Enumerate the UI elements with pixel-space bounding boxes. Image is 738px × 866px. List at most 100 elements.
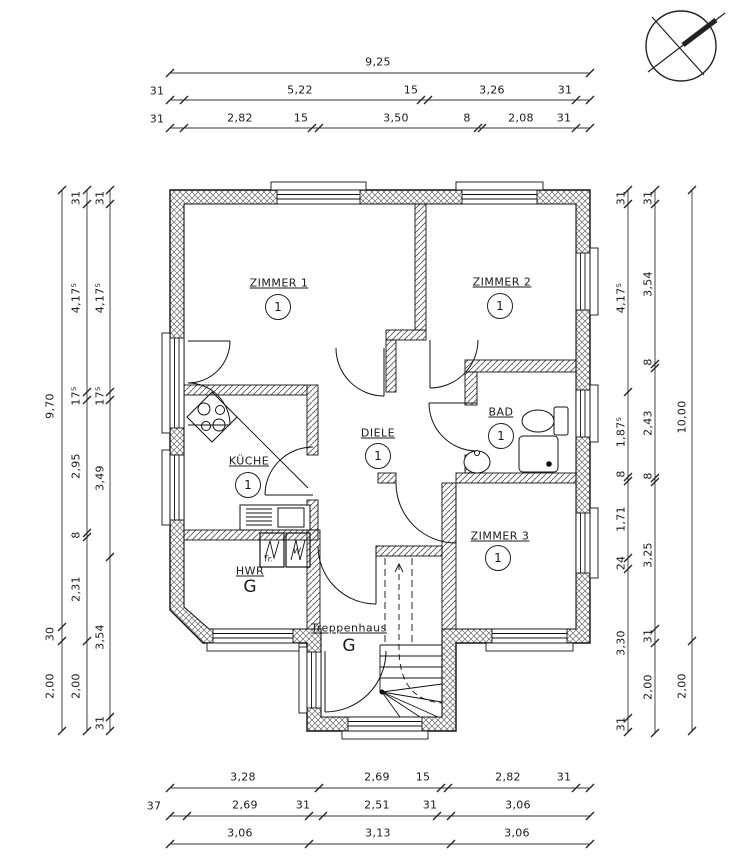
dim-rm-1: 3,54 [641, 271, 655, 297]
dim-lm-2: 17⁵ [69, 386, 83, 406]
dim-rm-0: 31 [641, 190, 655, 206]
dim-lm-0: 31 [69, 190, 83, 206]
dim-bot3-1: 3,13 [365, 826, 391, 840]
dim-li-1: 4,17⁵ [93, 282, 107, 314]
dim-lo-1: 30 [43, 626, 57, 642]
washer-icon [285, 532, 311, 568]
dim-ri-6: 3,30 [614, 630, 628, 656]
dim-bot1-3: 2,82 [495, 770, 521, 784]
dim-top2-3: 3,26 [479, 83, 505, 97]
dim-bot2-5: 3,06 [505, 798, 531, 812]
dim-bot3-2: 3,06 [504, 826, 530, 840]
dim-bot2-3: 2,51 [364, 798, 390, 812]
dim-rm-3: 2,43 [641, 410, 655, 436]
dryer-label: Tr. [263, 554, 273, 564]
dim-top2-1: 5,22 [287, 83, 313, 97]
dim-lm-1: 4,17⁵ [69, 282, 83, 314]
french-door-zimmer1 [161, 332, 185, 434]
room-number-zimmer3: 1 [485, 545, 511, 571]
dim-bot1-1: 2,69 [364, 770, 390, 784]
dim-top3-1: 2,82 [227, 111, 253, 125]
doors [187, 339, 479, 713]
french-door-leaves [187, 340, 231, 426]
door-bad [428, 402, 478, 452]
dim-li-2: 17⁵ [93, 386, 107, 406]
dim-bot2-2: 31 [295, 798, 311, 812]
window-top-zimmer2 [455, 181, 544, 205]
room-number-bad: 1 [488, 423, 514, 449]
dim-top3-3: 3,50 [383, 111, 409, 125]
room-label-diele: DIELE [360, 426, 396, 440]
dim-ri-4: 1,71 [614, 506, 628, 532]
room-label-zimmer3: ZIMMER 3 [470, 529, 530, 543]
dim-top2-4: 31 [557, 83, 573, 97]
dim-ro-1: 2,00 [675, 673, 689, 699]
dim-ri-2: 1,87⁵ [614, 416, 628, 448]
room-number-diele: 1 [365, 443, 391, 469]
door-treppenhaus [324, 650, 387, 713]
room-label-zimmer1: ZIMMER 1 [249, 276, 309, 290]
dim-bot2-1: 2,69 [232, 798, 258, 812]
dim-bot2-4: 31 [422, 798, 438, 812]
dim-li-3: 3,49 [93, 465, 107, 491]
floor-label-hwr: G [243, 577, 257, 597]
window-bottom-hwr [206, 628, 300, 652]
window-right-bad [575, 384, 599, 443]
dim-ri-0: 31 [614, 190, 628, 206]
dim-lo-2: 2,00 [43, 673, 57, 699]
dim-ri-5: 24 [614, 555, 628, 571]
washbasin-icon [463, 450, 491, 474]
stove-icon [186, 391, 238, 443]
dim-lm-3: 2,95 [69, 453, 83, 479]
dim-top3-0: 31 [149, 112, 165, 126]
room-number-zimmer1: 1 [265, 294, 291, 320]
dim-top3-2: 15 [293, 111, 309, 125]
dim-top3-4: 8 [463, 111, 471, 125]
window-bottom-treppenhaus [341, 716, 429, 740]
window-right-zimmer3 [575, 507, 599, 579]
room-label-treppenhaus: Treppenhaus [311, 621, 387, 635]
dim-bot3-0: 3,06 [227, 826, 253, 840]
counter-edge [236, 416, 309, 489]
window-right-zimmer2 [575, 247, 599, 316]
dim-rm-2: 8 [641, 358, 655, 366]
dim-top2-0: 31 [149, 84, 165, 98]
room-number-zimmer2: 1 [487, 293, 513, 319]
room-label-hwr: HWR [235, 564, 265, 578]
dim-bot1-0: 3,28 [230, 770, 256, 784]
room-label-bad: BAD [488, 405, 514, 419]
dim-top2-2: 15 [403, 83, 419, 97]
dim-rm-7: 2,00 [641, 674, 655, 700]
dim-li-4: 3,54 [93, 624, 107, 650]
windows [161, 181, 599, 740]
door-zimmer2 [429, 339, 479, 389]
dim-lm-5: 2,31 [69, 576, 83, 602]
dim-rm-5: 3,25 [641, 542, 655, 568]
toilet-icon [521, 406, 569, 436]
window-left-treppenhaus [298, 646, 322, 714]
dim-ro-0: 10,00 [675, 400, 689, 434]
room-label-zimmer2: ZIMMER 2 [472, 275, 532, 289]
door-zimmer1 [335, 347, 385, 397]
room-number-kueche: 1 [235, 472, 261, 498]
dim-ri-1: 4,17⁵ [614, 282, 628, 314]
dim-lo-0: 9,70 [43, 393, 57, 419]
dim-bot1-2: 15 [415, 770, 431, 784]
washer-label: W [293, 546, 301, 556]
door-zimmer3 [395, 482, 457, 544]
dim-ri-7: 31 [614, 716, 628, 732]
floor-label-treppenhaus: G [342, 636, 356, 656]
dim-li-5: 31 [93, 715, 107, 731]
sink-icon [239, 504, 311, 531]
north-arrow-icon [645, 10, 726, 82]
dim-bot2-0: 37 [146, 799, 162, 813]
dim-ri-3: 8 [614, 470, 628, 478]
dim-lm-4: 8 [69, 531, 83, 539]
dim-top3-5: 2,08 [508, 111, 534, 125]
dim-top3-6: 31 [556, 111, 572, 125]
interior-walls [183, 203, 577, 630]
dim-top1-0: 9,25 [365, 55, 391, 69]
room-label-kueche: KÜCHE [228, 454, 270, 468]
